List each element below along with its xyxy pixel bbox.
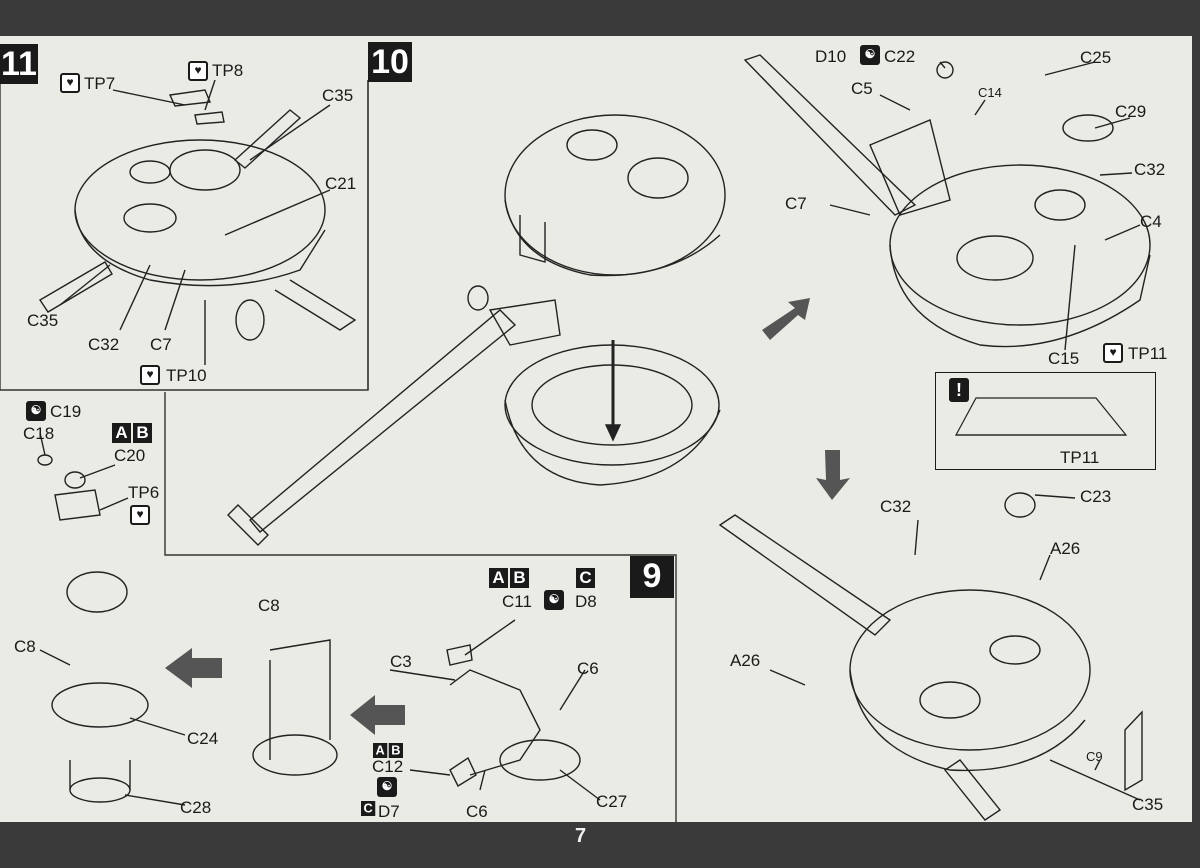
step9-parts [446,644,581,787]
step-9-badge: 9 [630,556,674,598]
turret-step11 [39,89,357,341]
paper-sheet [0,36,1192,848]
label-c18: C18 [23,424,55,443]
label-c15: C15 [1048,349,1080,368]
label-c23: C23 [1080,487,1112,506]
label-c21: C21 [325,174,357,193]
heart-broken-icon: ♥ [130,505,150,525]
exclamation-icon: ! [949,378,969,402]
label-c32-lower: C32 [880,497,912,516]
label-c25: C25 [1080,48,1112,67]
tp11-note-box [935,372,1156,470]
label-c29: C29 [1115,102,1147,121]
code-c-d7: C [361,801,376,816]
label-c5: C5 [851,79,873,98]
label-tp11-note: TP11 [1060,448,1100,467]
label-c35-left: C35 [27,311,59,330]
label-c4: C4 [1140,212,1162,231]
label-tp10: TP10 [166,366,207,385]
step-10-badge: 10 [368,42,412,82]
label-c35-top: C35 [322,86,354,105]
yin-yang-icon: ☯ [377,777,397,797]
label-c8-mid: C8 [258,596,280,615]
label-c9: C9 [1086,749,1103,764]
yin-yang-icon: ☯ [26,401,46,421]
yin-yang-icon: ☯ [860,45,880,65]
label-c20: C20 [114,446,146,465]
heart-broken-icon: ♥ [140,365,160,385]
page-footer [0,822,1200,868]
yin-yang-icon: ☯ [544,590,564,610]
label-a26-right: A26 [1050,539,1081,558]
label-c22: C22 [884,47,916,66]
label-c8-left: C8 [14,637,36,656]
label-c27: C27 [596,792,628,811]
label-c12: C12 [372,757,404,776]
code-c-step9: C [576,568,595,588]
direction-arrows [165,298,850,735]
turret-step10 [227,114,726,546]
label-c35-lower: C35 [1132,795,1164,814]
label-c6-bottom: C6 [466,802,488,821]
label-tp11: TP11 [1128,344,1168,363]
tp11-diagram [954,397,1128,436]
turret-upper-right [743,54,1151,348]
label-tp8: TP8 [212,61,244,80]
label-c7: C7 [150,335,172,354]
label-c32: C32 [88,335,120,354]
cupola-assembly-left [37,454,338,803]
label-a26-left: A26 [730,651,761,670]
heart-broken-icon: ♥ [188,61,208,81]
step-11-badge: 11 [0,44,38,84]
label-c11: C11 [502,592,532,611]
label-d8: D8 [575,592,597,611]
turret-lower-right [718,492,1143,821]
label-c14: C14 [978,85,1002,100]
label-c6-top: C6 [577,659,599,678]
label-d7: D7 [378,802,400,821]
label-c7-right: C7 [785,194,807,213]
label-c32-right: C32 [1134,160,1166,179]
label-c19: C19 [50,402,82,421]
heart-broken-icon: ♥ [1103,343,1123,363]
label-c24: C24 [187,729,219,748]
label-tp7: TP7 [84,74,116,93]
label-tp6: TP6 [128,483,160,502]
page-number: 7 [575,825,587,847]
label-c3: C3 [390,652,412,671]
label-c28: C28 [180,798,212,817]
label-d10: D10 [815,47,847,66]
heart-broken-icon: ♥ [60,73,80,93]
